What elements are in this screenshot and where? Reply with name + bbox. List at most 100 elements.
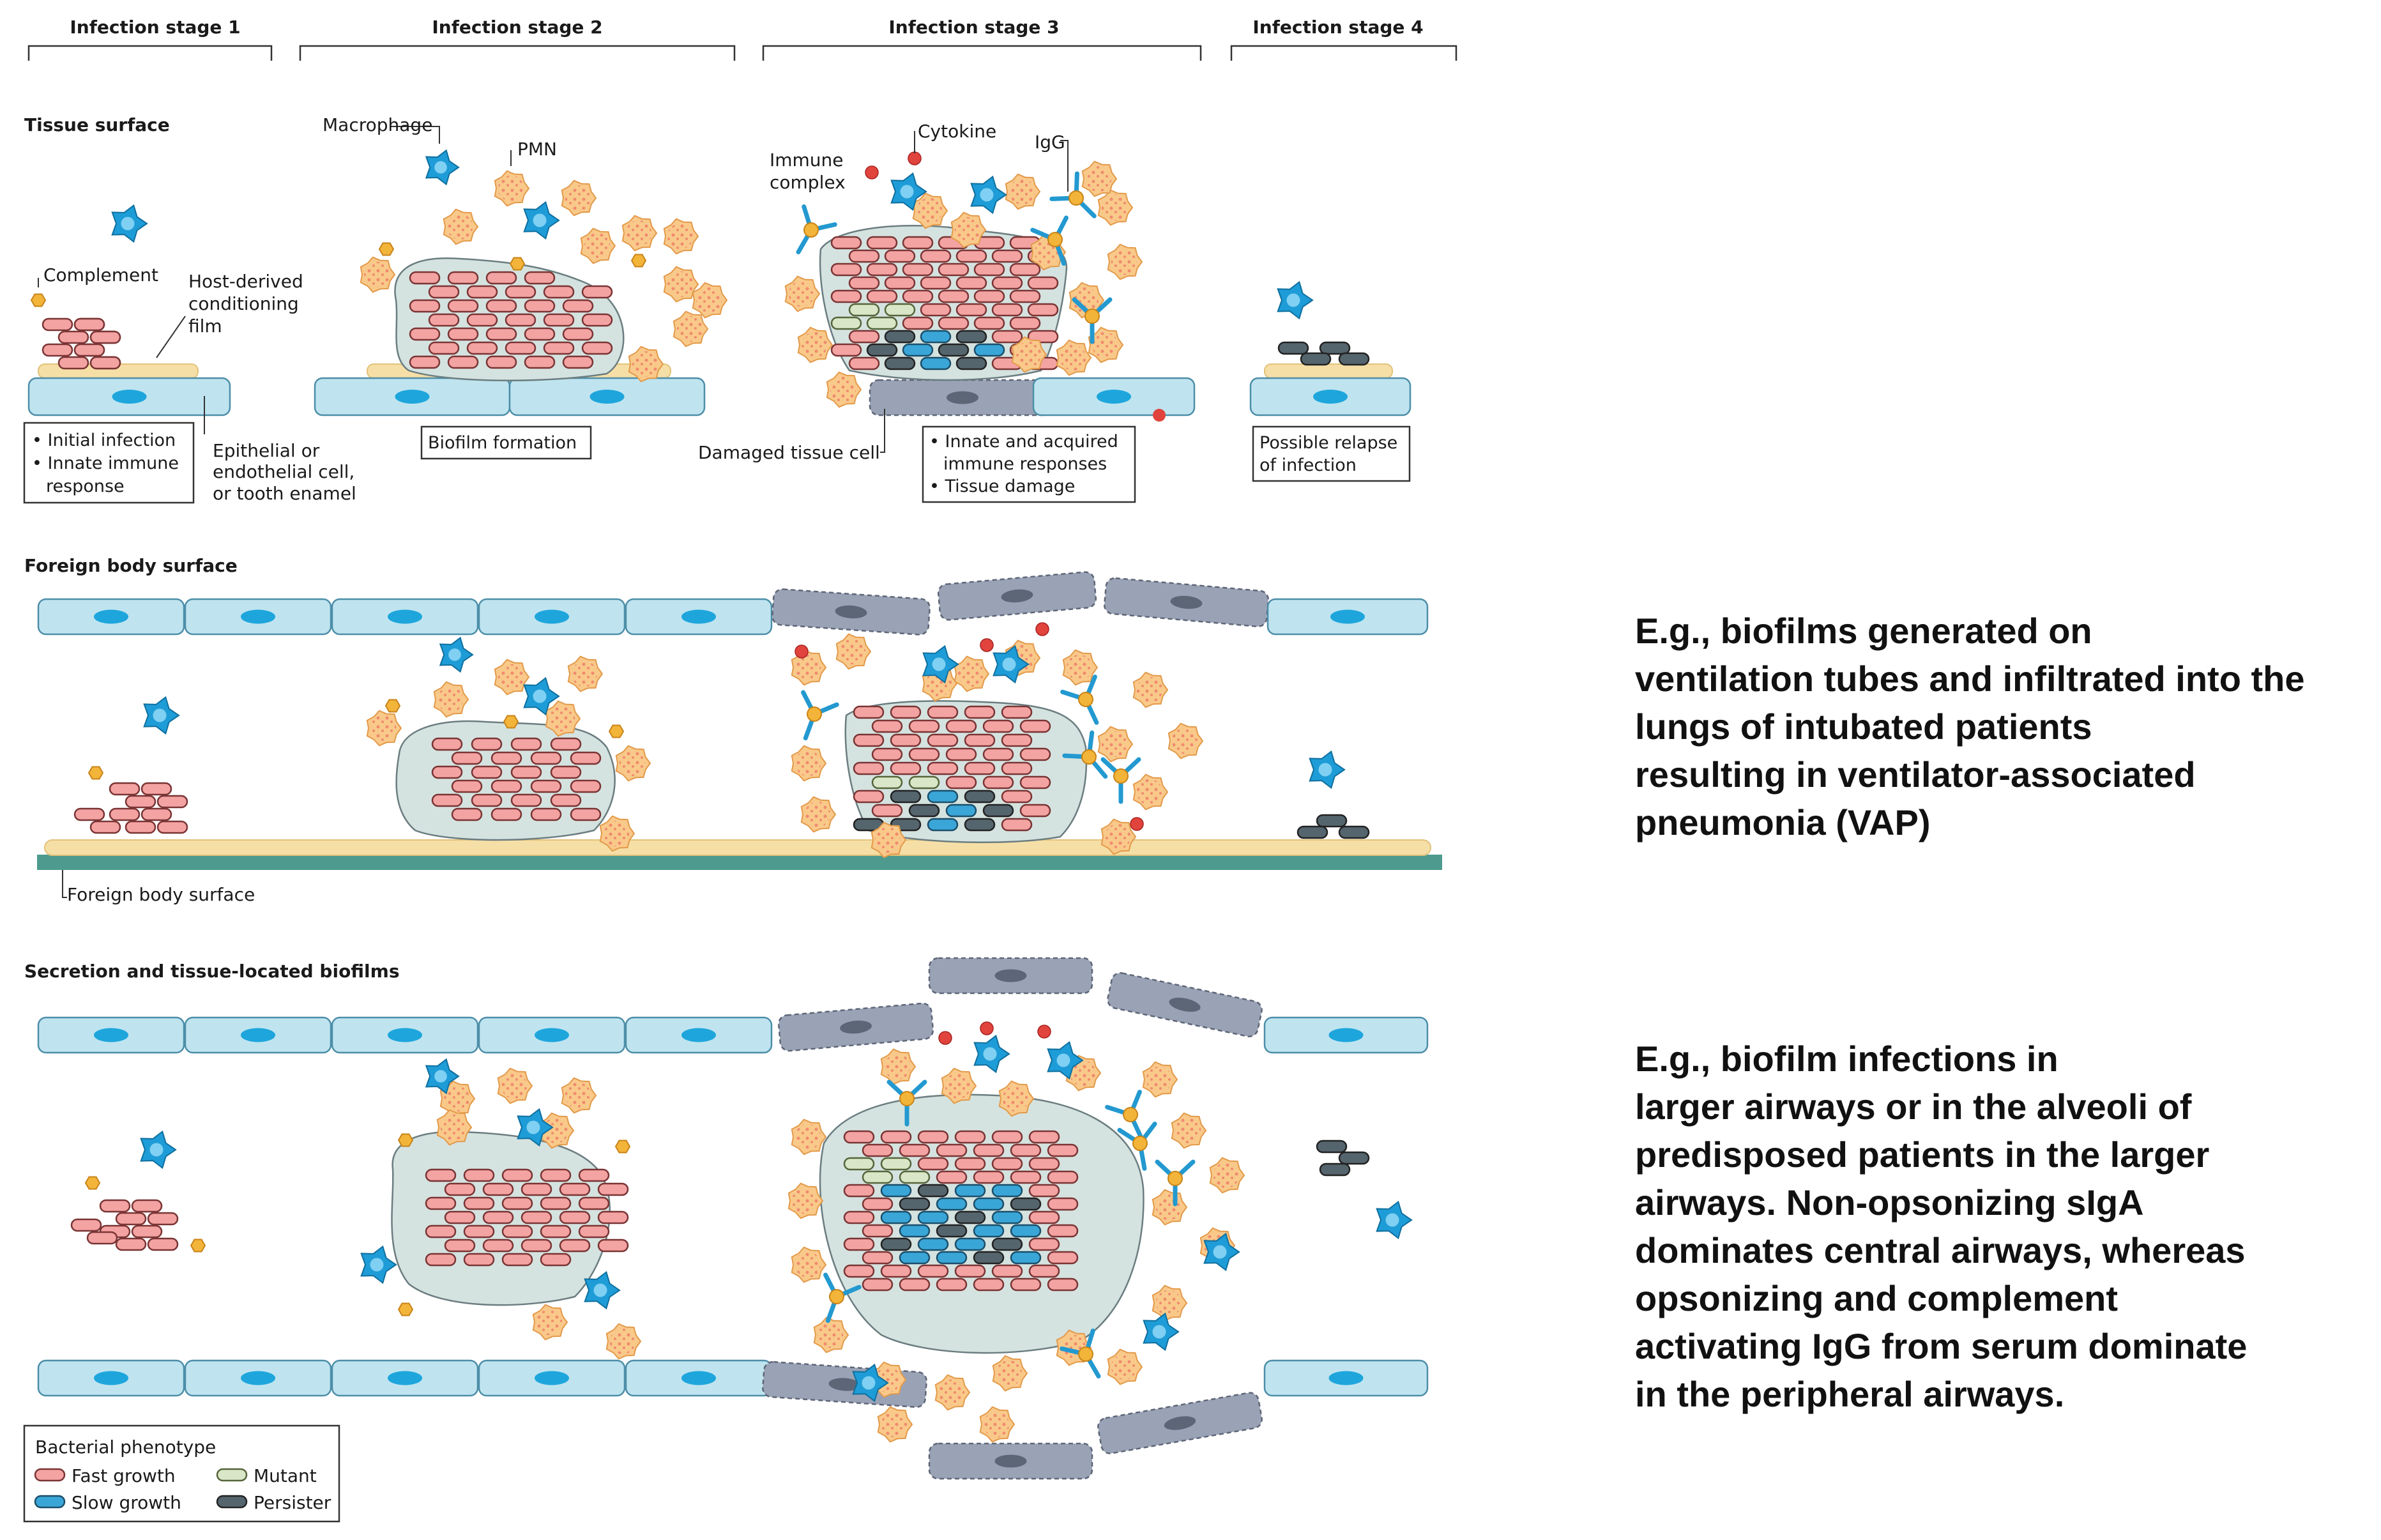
bacterium: [409, 327, 441, 341]
host-film-label: film: [188, 316, 222, 337]
igg-antibodies: [823, 1079, 1196, 1379]
bacterium: [550, 793, 582, 807]
epithelial-cells: [37, 571, 1429, 636]
bacterium: [109, 782, 141, 796]
nucleus: [994, 969, 1027, 982]
bacterium: [1028, 1184, 1060, 1198]
bacterium: [409, 299, 441, 313]
bacterium: [1010, 1277, 1042, 1292]
igg-antibodies: [801, 675, 1141, 804]
pmn-granules: [696, 287, 722, 314]
stage-header-1: Infection stage 1: [70, 17, 240, 38]
bacterium: [466, 285, 498, 299]
bacterium: [902, 343, 934, 357]
bacterium: [505, 341, 536, 355]
note-line: ventilation tubes and infiltrated into t…: [1635, 659, 2305, 699]
bacterium: [964, 789, 996, 804]
pmn-granules: [1104, 823, 1131, 850]
macrophage-label: Macrophage: [323, 114, 432, 135]
pmn-granules: [945, 1072, 971, 1099]
bacterium: [510, 737, 542, 751]
igg-icon: [1060, 675, 1099, 725]
damaged-tissue-cell: [928, 957, 1093, 995]
bacterium: [843, 1184, 875, 1198]
bacterium: [431, 793, 463, 807]
bacterium: [954, 1130, 986, 1144]
bacterium: [428, 341, 460, 355]
bacterium: [141, 782, 172, 796]
pmn-granules: [501, 1072, 528, 1099]
bacterium: [830, 236, 862, 250]
nucleus: [1097, 390, 1131, 404]
bacterium: [425, 1253, 457, 1267]
nucleus: [395, 390, 430, 404]
bacterium: [880, 1130, 912, 1144]
bacterium: [1316, 814, 1348, 828]
bacterium: [927, 818, 959, 832]
bacterium: [880, 1184, 912, 1198]
bacterium: [973, 343, 1005, 357]
igg-icon: [1060, 1328, 1101, 1379]
damaged-tissue-cell: [1107, 972, 1263, 1037]
macrophage-nucleus: [1056, 1053, 1070, 1067]
pmn-granules: [443, 1085, 470, 1112]
bacterium: [431, 737, 463, 751]
nucleus: [1328, 1371, 1364, 1385]
nucleus: [535, 609, 569, 624]
pmn-granules: [804, 801, 831, 828]
bacterium: [936, 1170, 968, 1184]
bacterium: [853, 789, 885, 804]
bacterium: [1047, 1143, 1079, 1157]
bacterium: [920, 330, 952, 344]
bacterium: [524, 299, 556, 313]
pmn-granules: [1171, 728, 1198, 754]
pmn-granules: [603, 820, 630, 847]
bacterium: [830, 316, 862, 330]
bacterium: [917, 1264, 949, 1278]
pmn-granules: [1085, 165, 1112, 192]
bacterium: [936, 1277, 968, 1292]
complement-icon: [190, 1239, 206, 1253]
bacterium: [927, 705, 959, 719]
epithelial-cells: [27, 377, 1411, 422]
macrophage-nucleus: [370, 1258, 384, 1272]
pmn-granules: [795, 654, 821, 681]
bacterium: [964, 818, 996, 832]
bacterium: [973, 1251, 1005, 1265]
complement-icon: [899, 1091, 915, 1106]
epithelial-cells: [37, 957, 1429, 1480]
bacterium: [871, 747, 903, 761]
nucleus: [947, 391, 978, 404]
igg-antibodies: [796, 171, 1113, 344]
bacterium: [830, 289, 862, 303]
bacterium: [510, 793, 542, 807]
box-line: Biofilm formation: [428, 433, 577, 453]
complement-icon: [807, 706, 822, 722]
bacterium: [890, 789, 922, 804]
bacterium: [463, 1168, 495, 1182]
bacterium: [1047, 1224, 1079, 1238]
bacterium: [936, 1197, 968, 1211]
bacterium: [955, 303, 987, 317]
igg-icon: [1062, 730, 1108, 779]
pmn-granules: [1213, 1162, 1240, 1189]
bacterium: [463, 1196, 495, 1210]
bacterium: [973, 1197, 1005, 1211]
bacterium: [991, 303, 1023, 317]
nucleus: [94, 1028, 128, 1042]
bacterium: [866, 263, 898, 277]
pmn-granules: [795, 1251, 821, 1278]
bacterium: [848, 249, 880, 263]
bacterium: [1028, 1237, 1060, 1251]
bacterium: [917, 1157, 949, 1171]
bacterium: [510, 765, 542, 779]
complement-icon: [1081, 749, 1097, 765]
bacterium: [927, 761, 959, 775]
complement-icon: [30, 293, 47, 307]
pmn-granules: [801, 332, 828, 358]
bacterium: [973, 1224, 1005, 1238]
note-line: in the peripheral airways.: [1635, 1374, 2065, 1414]
igg-label: IgG: [1035, 132, 1065, 153]
bacterium: [866, 316, 898, 330]
note-line: lungs of intubated patients: [1635, 706, 2092, 747]
